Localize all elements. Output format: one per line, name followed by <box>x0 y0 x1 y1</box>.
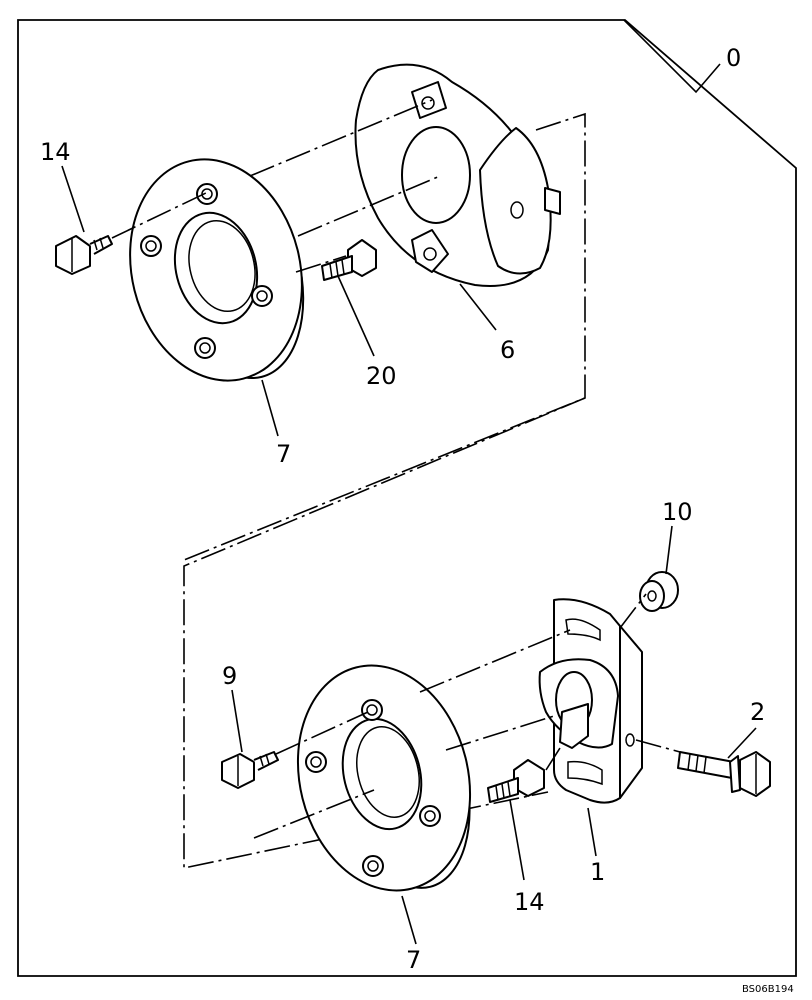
bolt-part-2 <box>677 751 771 797</box>
top-subassembly-outline <box>183 112 586 561</box>
bolt-part-14-bottom <box>487 759 545 803</box>
bolt-part-20 <box>321 239 377 281</box>
coupling-disc-part-7-top <box>129 158 305 382</box>
nut-part-10 <box>639 571 679 612</box>
leader-lines <box>61 19 757 945</box>
top-centerlines <box>111 99 441 273</box>
bottom-group <box>183 397 771 892</box>
callout-10: 10 <box>662 498 693 526</box>
coupling-disc-part-7-bottom <box>296 664 472 892</box>
callout-7-top: 7 <box>276 440 291 468</box>
callout-14-top: 14 <box>40 138 71 166</box>
bolt-part-14-top <box>55 235 113 275</box>
callout-1: 1 <box>590 858 605 886</box>
callout-20: 20 <box>366 362 397 390</box>
callout-14-bottom: 14 <box>514 888 545 916</box>
assembly-frame <box>17 19 797 977</box>
bottom-centerlines <box>253 593 681 839</box>
callout-6: 6 <box>500 336 515 364</box>
callout-9: 9 <box>222 662 237 690</box>
callout-0: 0 <box>726 44 741 72</box>
callout-2: 2 <box>750 698 765 726</box>
clamp-bracket-part-1 <box>538 598 643 804</box>
top-group <box>55 63 586 561</box>
bolt-part-9 <box>221 751 279 789</box>
callout-7-bottom: 7 <box>406 946 421 974</box>
drawing-code: BS06B194 <box>742 984 794 995</box>
bracket-part-6 <box>354 63 561 287</box>
